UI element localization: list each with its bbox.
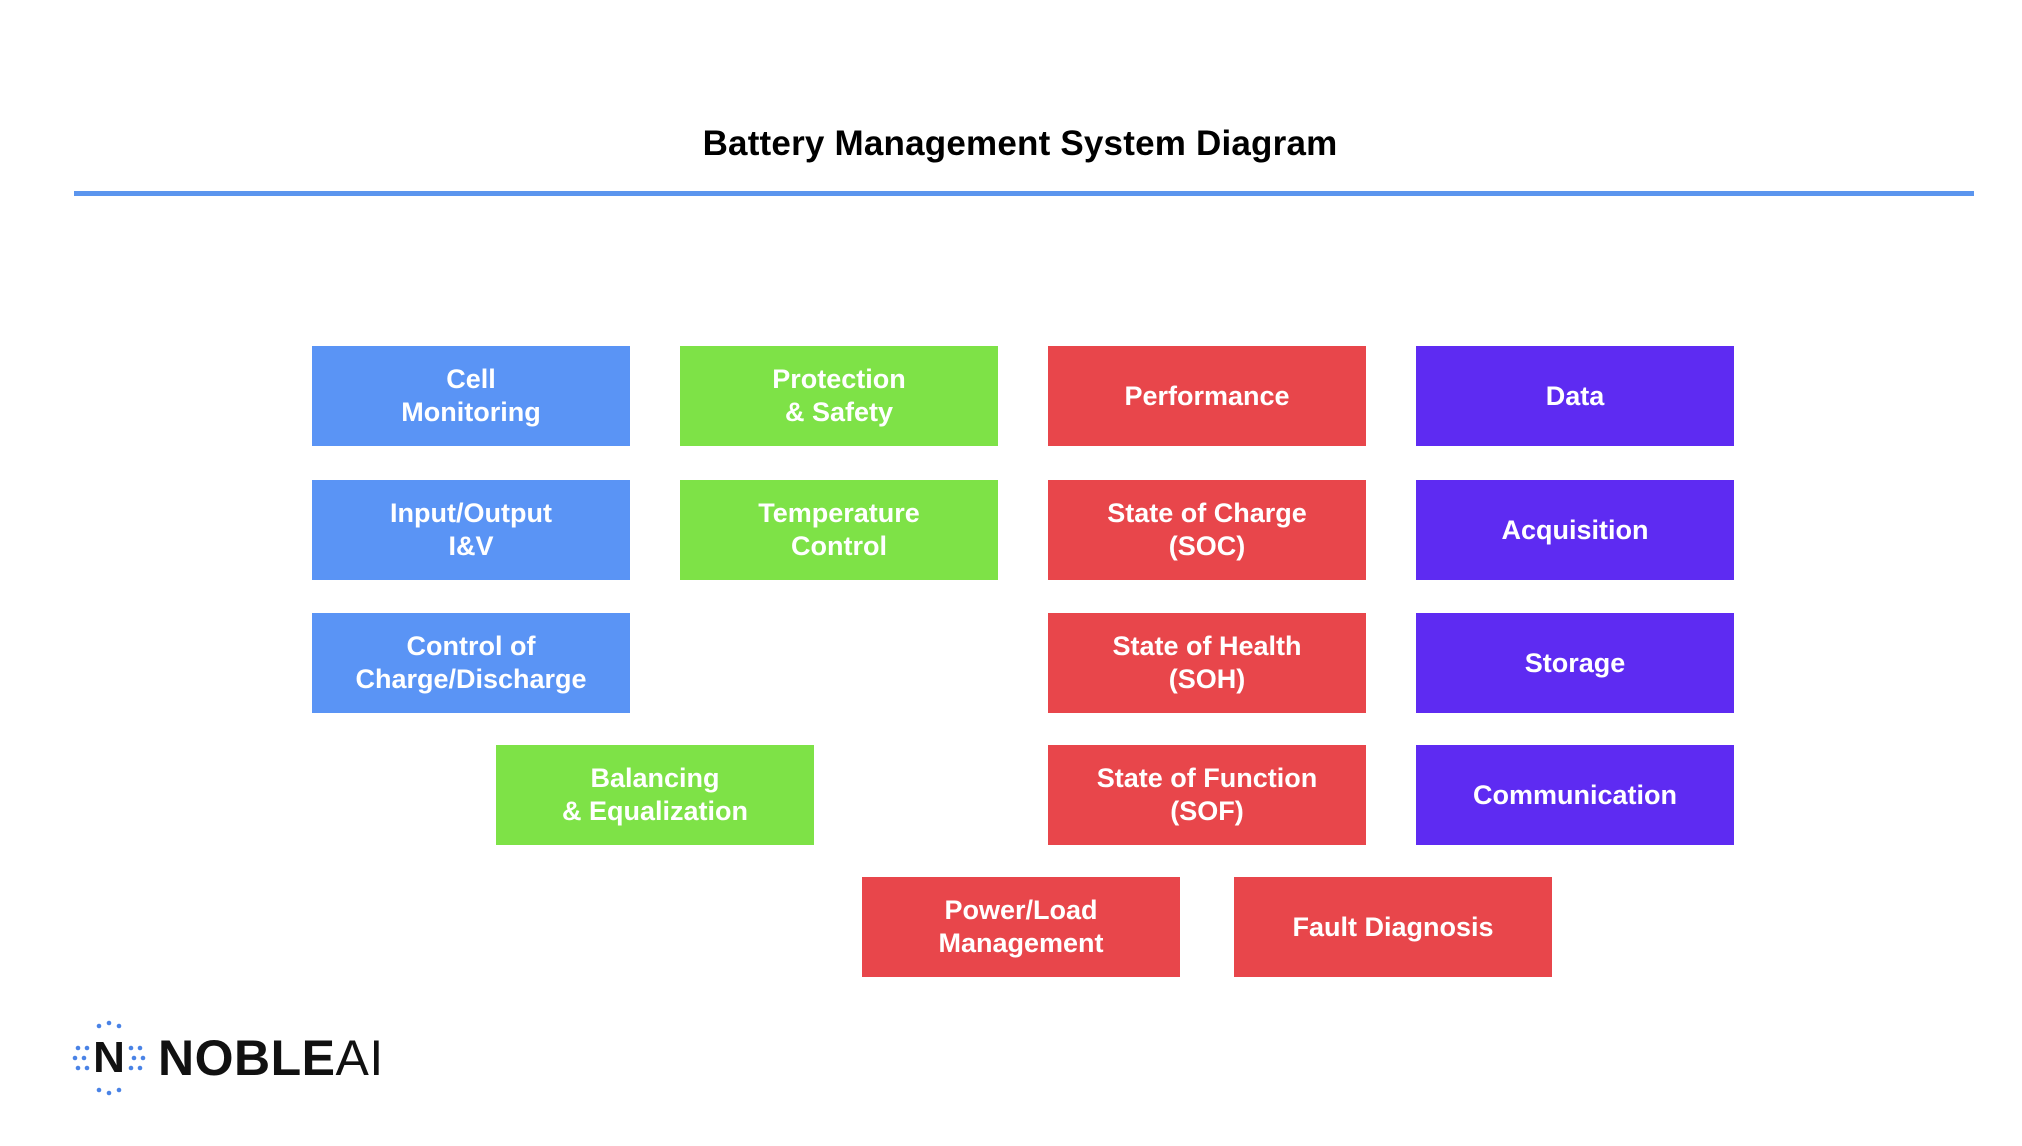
noble-ai-logo-mark-icon: N — [72, 1020, 146, 1096]
title-divider — [74, 191, 1974, 196]
logo-name-light: AI — [335, 1030, 384, 1086]
box-balancing-equalization: Balancing & Equalization — [496, 745, 814, 845]
box-temperature-control: Temperature Control — [680, 480, 998, 580]
logo-mark-letter: N — [93, 1033, 125, 1082]
box-storage: Storage — [1416, 613, 1734, 713]
box-state-of-charge: State of Charge (SOC) — [1048, 480, 1366, 580]
box-state-of-function: State of Function (SOF) — [1048, 745, 1366, 845]
box-fault-diagnosis: Fault Diagnosis — [1234, 877, 1552, 977]
box-state-of-health: State of Health (SOH) — [1048, 613, 1366, 713]
diagram-title: Battery Management System Diagram — [702, 124, 1338, 163]
box-communication: Communication — [1416, 745, 1734, 845]
box-acquisition: Acquisition — [1416, 480, 1734, 580]
box-data: Data — [1416, 346, 1734, 446]
box-cell-monitoring: Cell Monitoring — [312, 346, 630, 446]
box-input-output: Input/Output I&V — [312, 480, 630, 580]
logo-name-bold: NOBLE — [158, 1030, 336, 1086]
box-control-charge-discharge: Control of Charge/Discharge — [312, 613, 630, 713]
logo-wordmark: NOBLEAI — [158, 1029, 384, 1087]
box-protection-safety: Protection & Safety — [680, 346, 998, 446]
box-performance: Performance — [1048, 346, 1366, 446]
box-power-load-management: Power/Load Management — [862, 877, 1180, 977]
noble-ai-logo: N NOBLEAI — [72, 1020, 384, 1096]
